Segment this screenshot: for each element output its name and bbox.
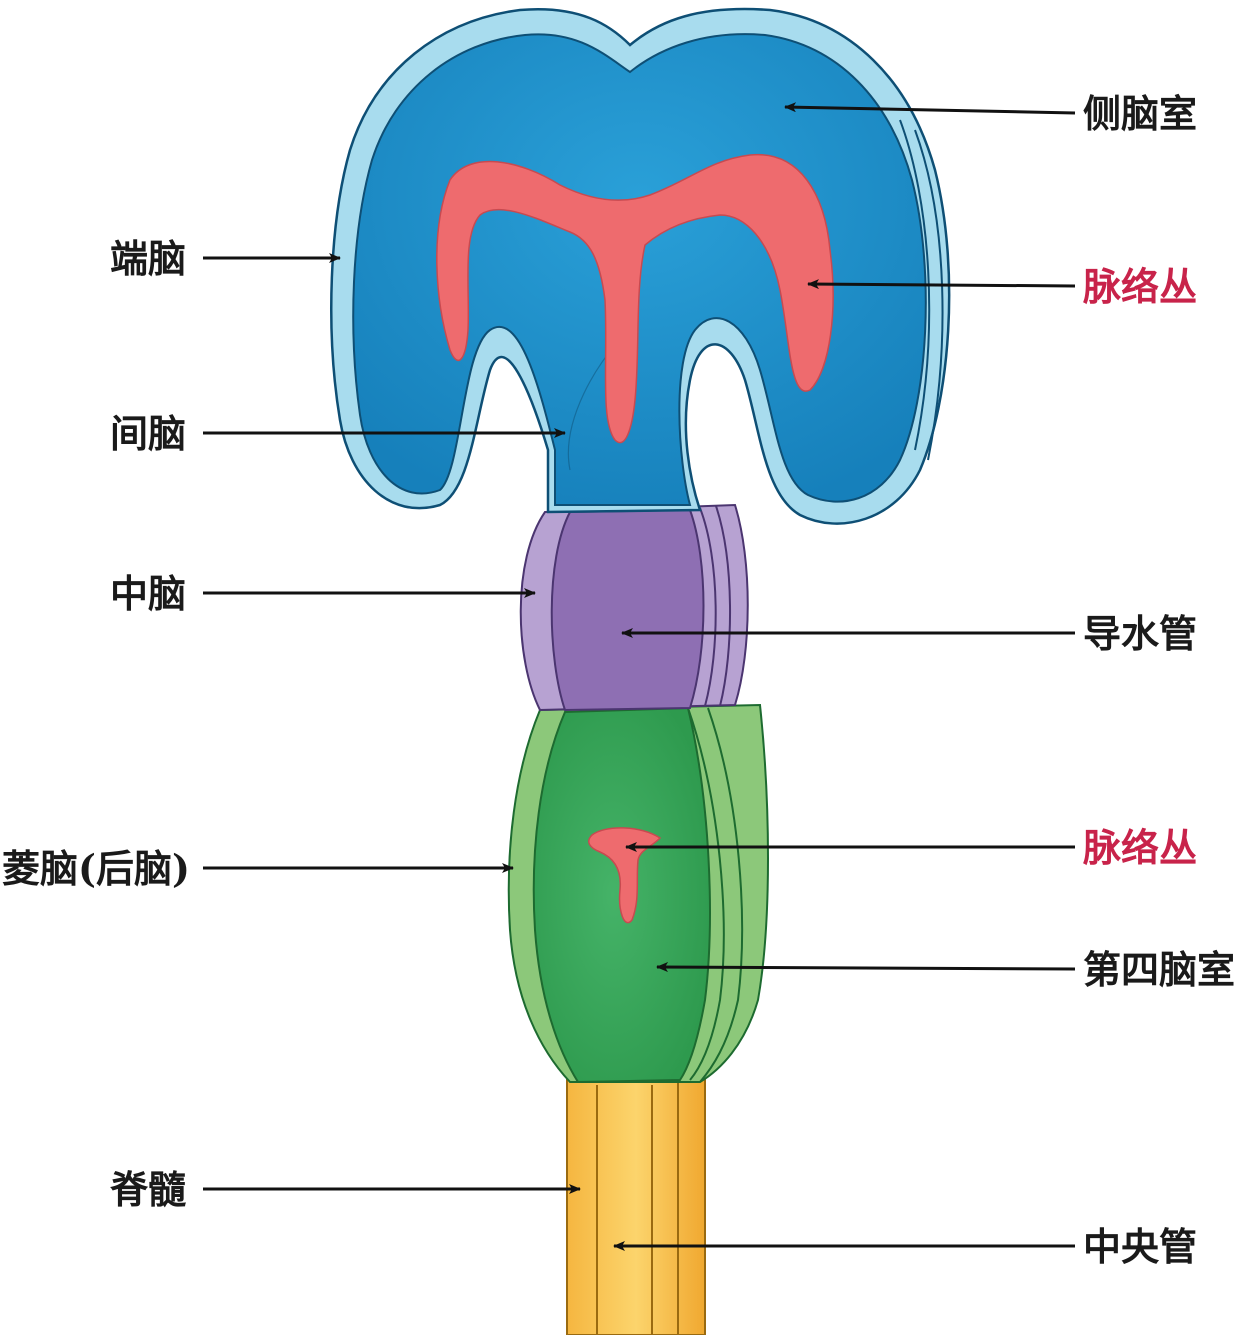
- label-diencephalon: 间脑: [110, 411, 186, 456]
- label-choroid-plexus-lower: 脉络丛: [1083, 825, 1197, 870]
- choroid-plexus-lower-shape: [588, 827, 662, 924]
- label-aqueduct: 导水管: [1083, 611, 1197, 656]
- mesencephalon-shape: [519, 503, 749, 712]
- arrow-fourth-ventricle: [656, 962, 1076, 973]
- label-rhombencephalon: 菱脑(后脑): [2, 846, 190, 891]
- label-fourth-ventricle: 第四脑室: [1083, 947, 1235, 992]
- arrow-choroid-plexus-upper: [807, 279, 1076, 290]
- label-mesencephalon: 中脑: [110, 571, 186, 616]
- label-spinal-cord: 脊髓: [110, 1167, 186, 1212]
- rhombencephalon-shape: [507, 703, 769, 1084]
- label-choroid-plexus-upper: 脉络丛: [1083, 264, 1197, 309]
- label-central-canal: 中央管: [1083, 1224, 1197, 1269]
- choroid-plexus-upper-shape: [436, 153, 834, 444]
- label-arrows: [203, 102, 1076, 1251]
- arrow-lateral-ventricle: [784, 102, 1076, 115]
- label-lateral-ventricle: 侧脑室: [1083, 91, 1197, 136]
- spinal-cord-shape: [566, 1064, 706, 1335]
- label-telencephalon: 端脑: [110, 236, 186, 281]
